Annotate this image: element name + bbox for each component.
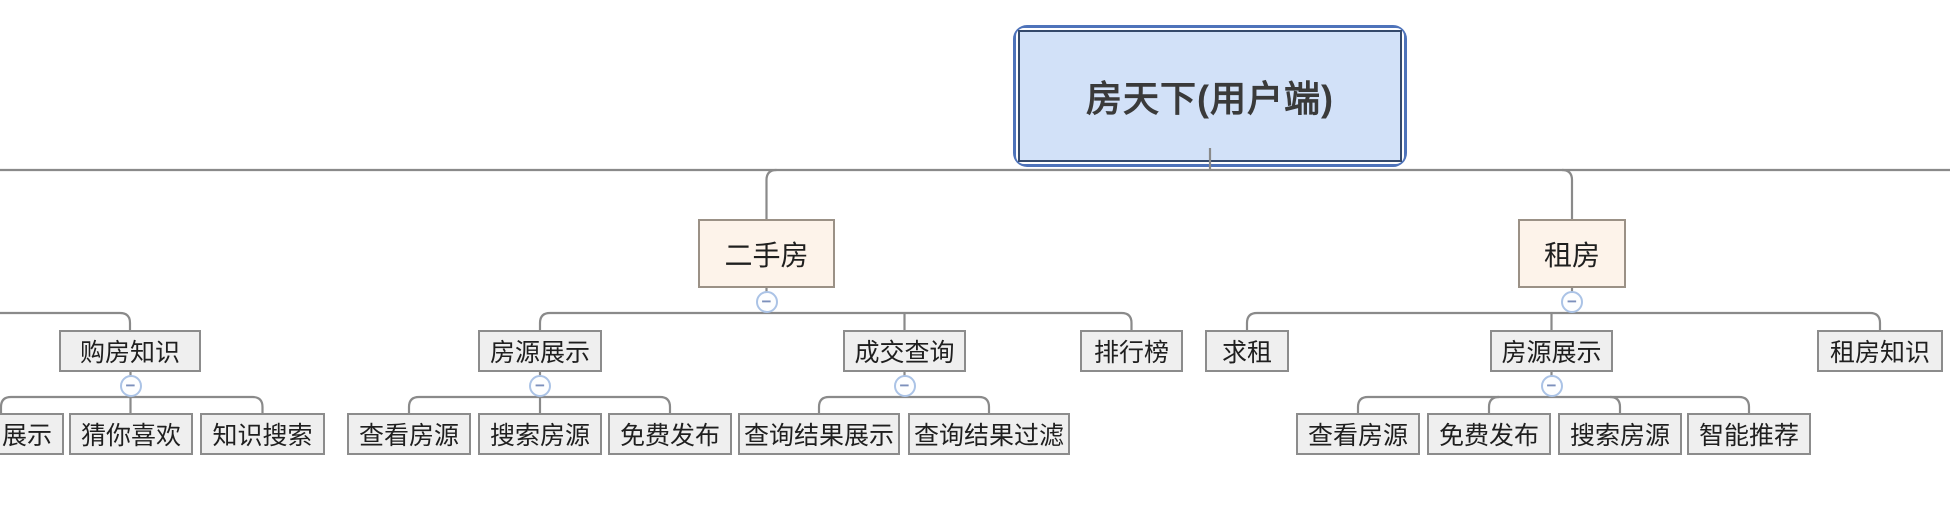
minus-icon: − [761,291,772,311]
collapse-button-ershoufang[interactable]: − [755,291,778,313]
node-label: 购房知识 [79,339,180,367]
node-label: 成交查询 [854,339,955,367]
node-root[interactable]: 房天下(用户端) [1013,25,1407,167]
node-label: 智能推荐 [1698,422,1799,450]
node-chaxun-jieguo-guolv[interactable]: 查询结果过滤 [908,413,1070,455]
node-label: 求租 [1221,339,1272,367]
collapse-button-fangyuan-zhanshi-esf[interactable]: − [529,375,551,397]
node-ershoufang[interactable]: 二手房 [698,219,835,288]
node-label: 二手房 [724,239,809,271]
node-paihangbang[interactable]: 排行榜 [1080,330,1183,372]
node-label: 知识搜索 [212,422,313,450]
node-fangyuan-zhanshi-zf[interactable]: 房源展示 [1490,330,1613,372]
node-chakan-fangyuan-zf[interactable]: 查看房源 [1296,413,1420,455]
node-label: 查看房源 [358,422,459,450]
node-sousuo-fangyuan-zf[interactable]: 搜索房源 [1558,413,1682,455]
node-label: 搜索房源 [489,422,590,450]
node-label: 租房知识 [1829,339,1930,367]
node-mianfei-fabu-esf[interactable]: 免费发布 [608,413,732,455]
node-mianfei-fabu-zf[interactable]: 免费发布 [1427,413,1551,455]
node-chaxun-jieguo-zhanshi[interactable]: 查询结果展示 [738,413,900,455]
node-label: 房天下(用户端) [1086,78,1334,119]
minus-icon: − [535,375,545,395]
minus-icon: − [899,375,910,395]
node-chakan-fangyuan-esf[interactable]: 查看房源 [347,413,471,455]
collapse-button-fangyuan-zhanshi-zf[interactable]: − [1540,375,1563,397]
node-label: 免费发布 [619,422,720,450]
node-qiuzu[interactable]: 求租 [1205,330,1289,372]
node-zhineng-tuijian[interactable]: 智能推荐 [1687,413,1811,455]
minus-icon: − [125,375,136,395]
node-label: 搜索房源 [1569,422,1670,450]
node-label: 猜你喜欢 [80,422,181,450]
collapse-button-zufang[interactable]: − [1561,291,1583,313]
node-label: 房源展示 [489,339,590,367]
node-label: 免费发布 [1438,422,1539,450]
minus-icon: − [1567,291,1577,311]
node-label: 展示 [1,422,52,450]
node-chengjiao-chaxun[interactable]: 成交查询 [843,330,966,372]
node-label: 查询结果过滤 [913,422,1064,450]
node-zhishi-sousuo[interactable]: 知识搜索 [200,413,325,455]
node-cainixihuan[interactable]: 猜你喜欢 [69,413,193,455]
node-zufang[interactable]: 租房 [1518,219,1626,288]
collapse-button-goufang-zhishi[interactable]: − [119,375,142,397]
node-goufang-zhishi[interactable]: 购房知识 [59,330,201,372]
minus-icon: − [1546,375,1557,395]
node-label: 排行榜 [1093,339,1169,367]
node-label: 查看房源 [1307,422,1408,450]
root-node-body: 房天下(用户端) [1018,30,1402,162]
node-label: 租房 [1543,239,1600,271]
root-node-border: 房天下(用户端) [1016,28,1404,164]
node-zufang-zhishi[interactable]: 租房知识 [1817,330,1943,372]
node-label: 查询结果展示 [743,422,894,450]
node-label: 房源展示 [1501,339,1602,367]
node-sousuo-fangyuan-esf[interactable]: 搜索房源 [478,413,602,455]
collapse-button-chengjiao-chaxun[interactable]: − [893,375,916,397]
node-fangyuan-zhanshi-esf[interactable]: 房源展示 [478,330,602,372]
node-zhanshi-clipped[interactable]: 展示 [0,413,64,455]
